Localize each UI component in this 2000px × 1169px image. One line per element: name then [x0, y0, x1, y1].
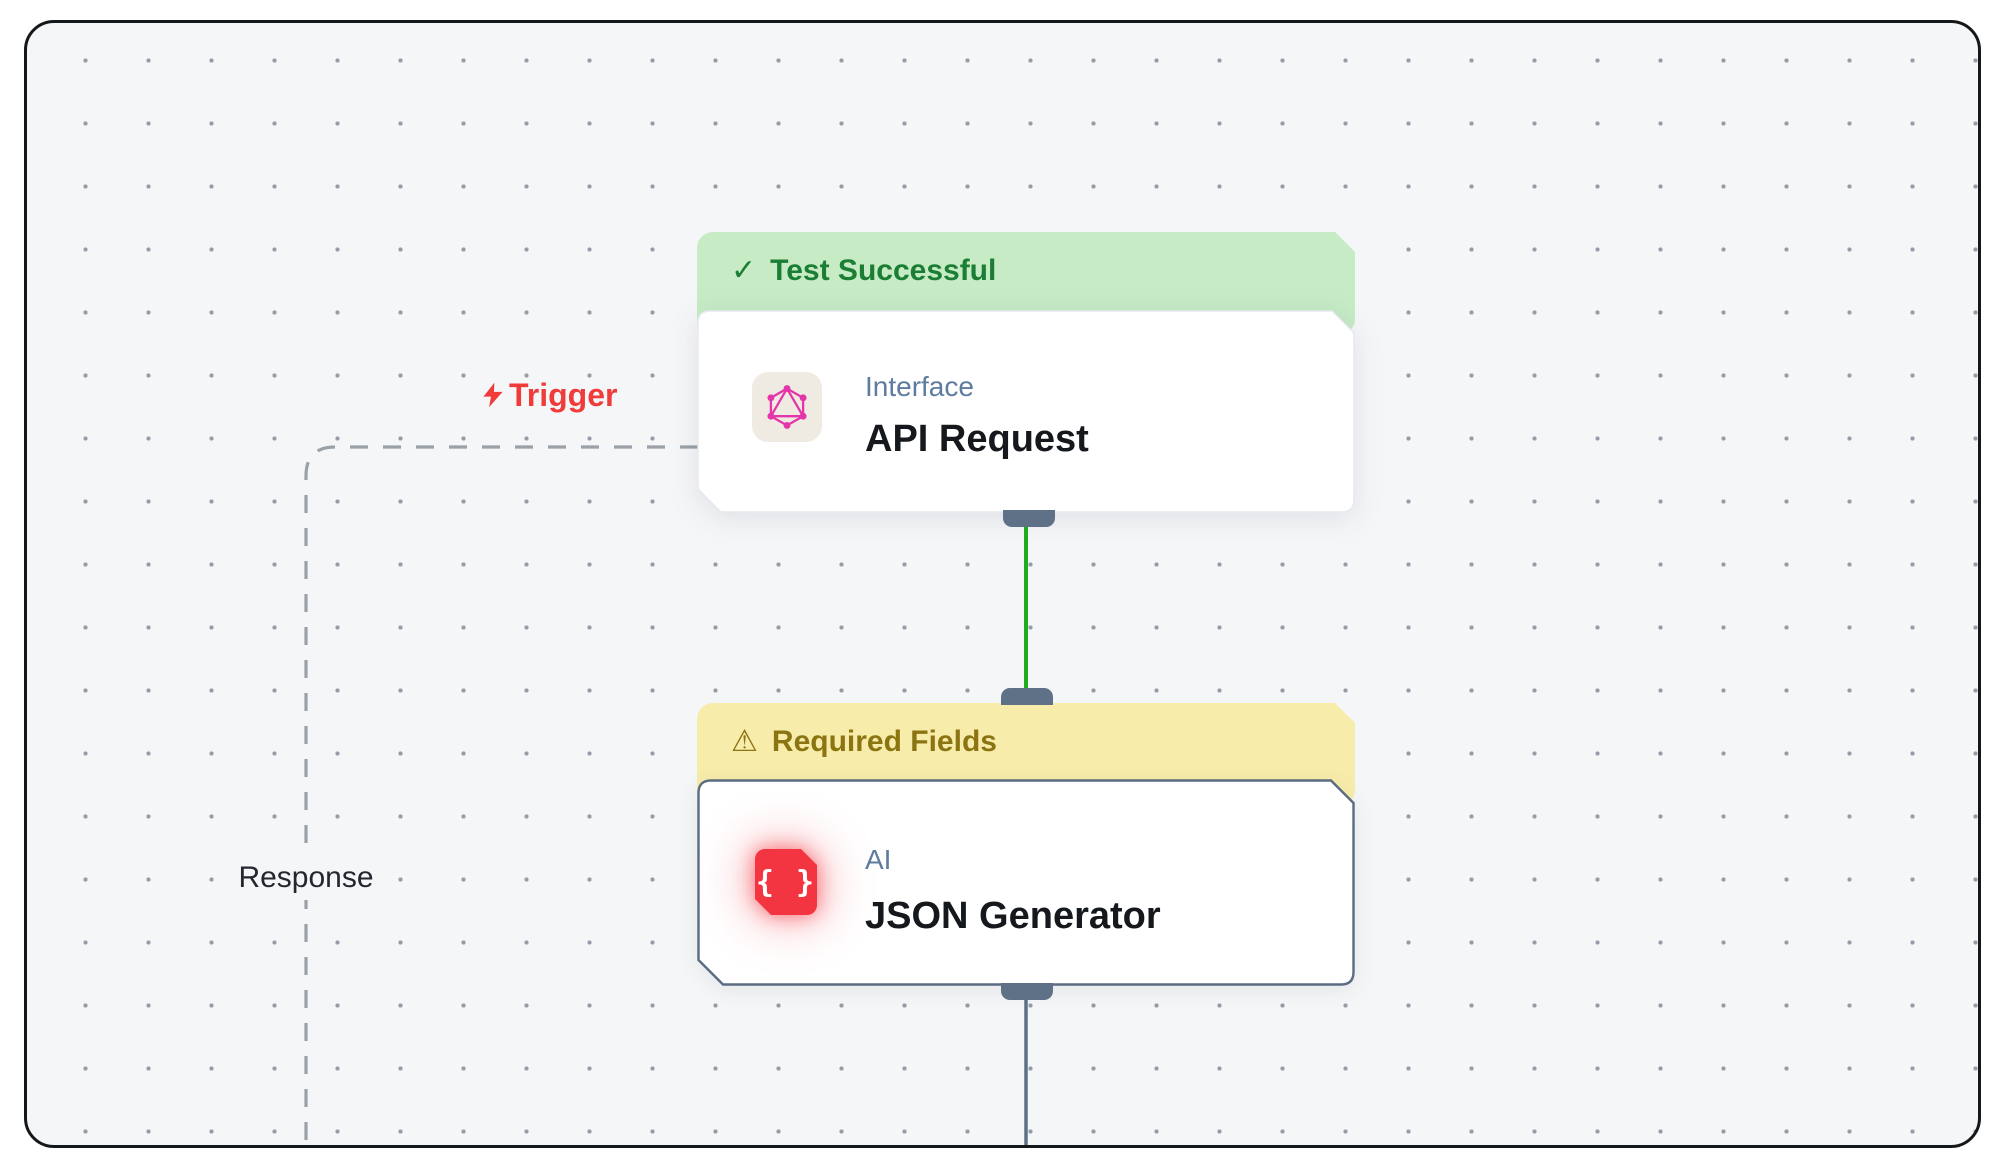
status-banner-label: Required Fields — [771, 725, 997, 758]
api-request-output-handle[interactable] — [1003, 510, 1055, 527]
json-generator-input-handle[interactable] — [1001, 688, 1053, 705]
braces-glyph: { } — [755, 864, 817, 900]
node-json-generator[interactable]: ⚠ Required Fields { } AI JSON Generator — [697, 703, 1355, 989]
trigger-edge-label: Trigger — [479, 375, 617, 415]
node-category: AI — [865, 844, 892, 875]
trigger-edge-label-text: Trigger — [509, 377, 618, 413]
node-api-request[interactable]: ✓ Test Successful Interface — [697, 232, 1355, 516]
node-category: Interface — [865, 371, 974, 402]
node-title: API Request — [865, 418, 1089, 460]
node-card-shape — [697, 779, 1355, 986]
braces-icon: { } — [755, 849, 817, 915]
graphql-icon — [752, 372, 822, 442]
lightning-icon — [483, 382, 503, 408]
response-edge-label: Response — [228, 856, 384, 900]
status-banner-label: Test Successful — [770, 254, 997, 287]
check-icon: ✓ — [731, 254, 757, 287]
flow-canvas[interactable]: Trigger Response ✓ Test Successful — [24, 20, 1981, 1148]
warning-icon: ⚠ — [731, 725, 758, 758]
node-card-shape — [697, 310, 1355, 513]
node-title: JSON Generator — [865, 895, 1161, 937]
json-generator-output-handle[interactable] — [1001, 983, 1053, 1000]
trigger-response-edge[interactable] — [304, 445, 698, 1145]
